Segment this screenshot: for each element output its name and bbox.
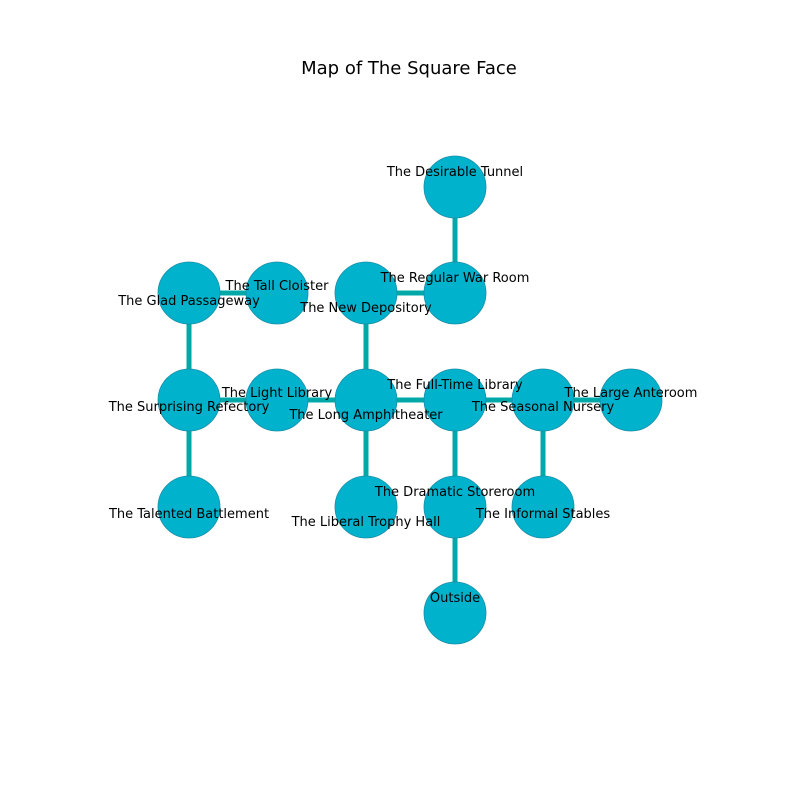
- room-label-tall-cloister: The Tall Cloister: [225, 279, 330, 294]
- room-node-seasonal-nursery: [511, 368, 575, 432]
- room-label-glad-passageway: The Glad Passageway: [117, 294, 260, 309]
- room-label-seasonal-nursery: The Seasonal Nursery: [471, 400, 615, 415]
- room-label-new-depository: The New Depository: [299, 301, 432, 316]
- room-label-talented-battlement: The Talented Battlement: [108, 507, 269, 522]
- room-label-large-anteroom: The Large Anteroom: [564, 386, 698, 401]
- room-node-liberal-trophy-hall: [334, 475, 398, 539]
- room-node-dramatic-storeroom: [423, 475, 487, 539]
- room-node-new-depository: [334, 261, 398, 325]
- room-node-glad-passageway: [157, 261, 221, 325]
- room-node-outside: [423, 581, 487, 645]
- room-label-long-amphitheater: The Long Amphitheater: [288, 408, 443, 423]
- room-node-talented-battlement: [157, 475, 221, 539]
- room-label-dramatic-storeroom: The Dramatic Storeroom: [374, 485, 535, 500]
- room-label-light-library: The Light Library: [221, 386, 333, 401]
- rooms-layer: [157, 155, 663, 645]
- room-node-large-anteroom: [599, 368, 663, 432]
- room-label-desirable-tunnel: The Desirable Tunnel: [386, 165, 523, 180]
- room-node-light-library: [245, 368, 309, 432]
- room-node-informal-stables: [511, 475, 575, 539]
- room-node-long-amphitheater: [334, 368, 398, 432]
- room-label-surprising-refectory: The Surprising Refectory: [108, 400, 270, 415]
- room-node-full-time-library: [423, 368, 487, 432]
- map-title: Map of The Square Face: [301, 58, 517, 79]
- room-label-outside: Outside: [430, 591, 480, 606]
- room-label-full-time-library: The Full-Time Library: [386, 378, 523, 393]
- room-node-surprising-refectory: [157, 368, 221, 432]
- room-label-liberal-trophy-hall: The Liberal Trophy Hall: [291, 515, 441, 530]
- room-node-tall-cloister: [245, 261, 309, 325]
- room-label-informal-stables: The Informal Stables: [475, 507, 611, 522]
- room-node-regular-war-room: [423, 261, 487, 325]
- room-label-regular-war-room: The Regular War Room: [380, 271, 530, 286]
- room-node-desirable-tunnel: [423, 155, 487, 219]
